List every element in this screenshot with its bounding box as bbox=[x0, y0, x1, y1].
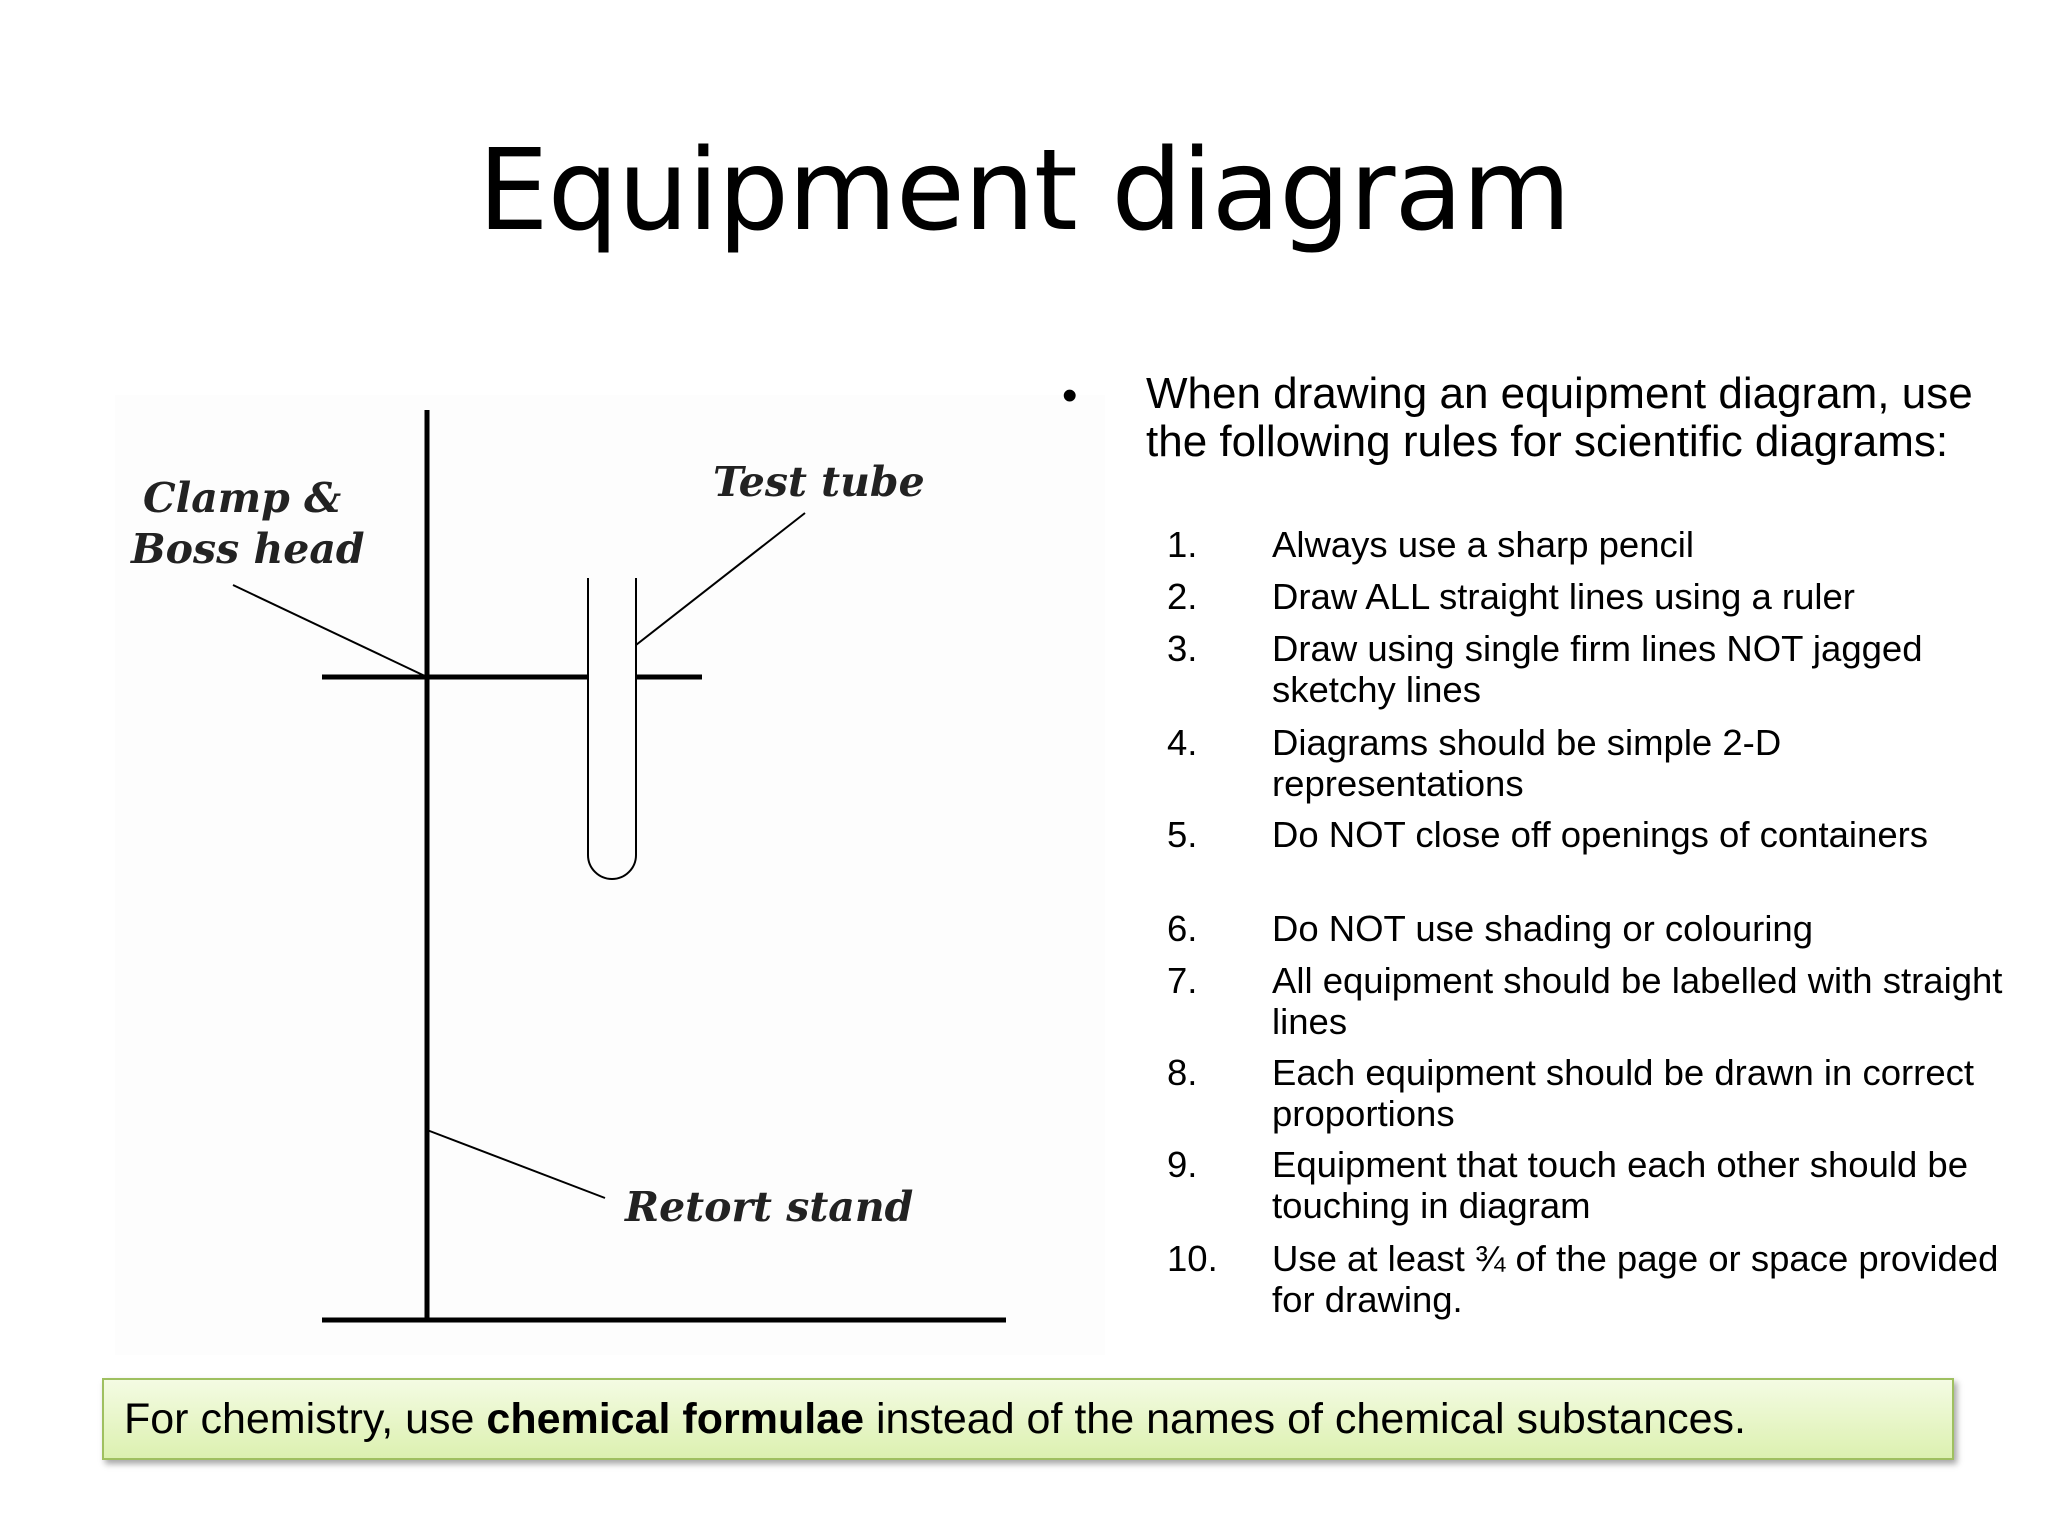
rule-number: 2. bbox=[1167, 576, 1198, 617]
slide-title: Equipment diagram bbox=[477, 126, 1571, 256]
rule-number: 10. bbox=[1167, 1238, 1218, 1279]
rule-text: Do NOT use shading or colouring bbox=[1272, 908, 1814, 949]
test-tube-label: Test tube bbox=[713, 458, 925, 506]
rule-text: Use at least ¾ of the page or space prov… bbox=[1272, 1238, 1999, 1320]
rule-number: 7. bbox=[1167, 960, 1198, 1001]
note-text-before: For chemistry, use bbox=[124, 1395, 487, 1443]
rule-text: Each equipment should be drawn in correc… bbox=[1272, 1052, 1975, 1134]
rule-number: 8. bbox=[1167, 1052, 1198, 1093]
rule-text: All equipment should be labelled with st… bbox=[1272, 960, 2003, 1042]
clamp-label-line1: Clamp & bbox=[143, 474, 342, 522]
rule-number: 6. bbox=[1167, 908, 1198, 949]
rule-text: Draw ALL straight lines using a ruler bbox=[1272, 576, 1855, 617]
rule-text: Always use a sharp pencil bbox=[1272, 524, 1694, 565]
rule-text: Draw using single firm lines NOT jagged … bbox=[1272, 628, 1923, 710]
equipment-diagram: Clamp & Boss head Test tube Retort stand bbox=[115, 395, 1105, 1355]
chemistry-note: For chemistry, use chemical formulae ins… bbox=[102, 1378, 1954, 1460]
rule-number: 1. bbox=[1167, 524, 1198, 565]
retort-stand-label-line bbox=[426, 1129, 606, 1199]
clamp-label-line2: Boss head bbox=[131, 525, 365, 573]
test-tube bbox=[587, 578, 637, 880]
rule-text: Equipment that touch each other should b… bbox=[1272, 1144, 1969, 1226]
rules-intro: When drawing an equipment diagram, use t… bbox=[1146, 369, 1973, 466]
clamp-label-line bbox=[232, 584, 428, 678]
retort-stand-label: Retort stand bbox=[625, 1183, 914, 1231]
test-tube-label-line bbox=[635, 512, 806, 646]
rule-number: 5. bbox=[1167, 814, 1198, 855]
rule-number: 4. bbox=[1167, 722, 1198, 763]
diagram-drawing bbox=[232, 410, 1006, 1323]
rule-text: Do NOT close off openings of containers bbox=[1272, 814, 1929, 855]
rule-text: Diagrams should be simple 2-D representa… bbox=[1272, 722, 1782, 804]
bullet-icon: • bbox=[1062, 371, 1078, 420]
note-text-bold: chemical formulae bbox=[486, 1395, 864, 1443]
note-text-after: instead of the names of chemical substan… bbox=[864, 1395, 1746, 1443]
rule-number: 3. bbox=[1167, 628, 1198, 669]
rule-number: 9. bbox=[1167, 1144, 1198, 1185]
